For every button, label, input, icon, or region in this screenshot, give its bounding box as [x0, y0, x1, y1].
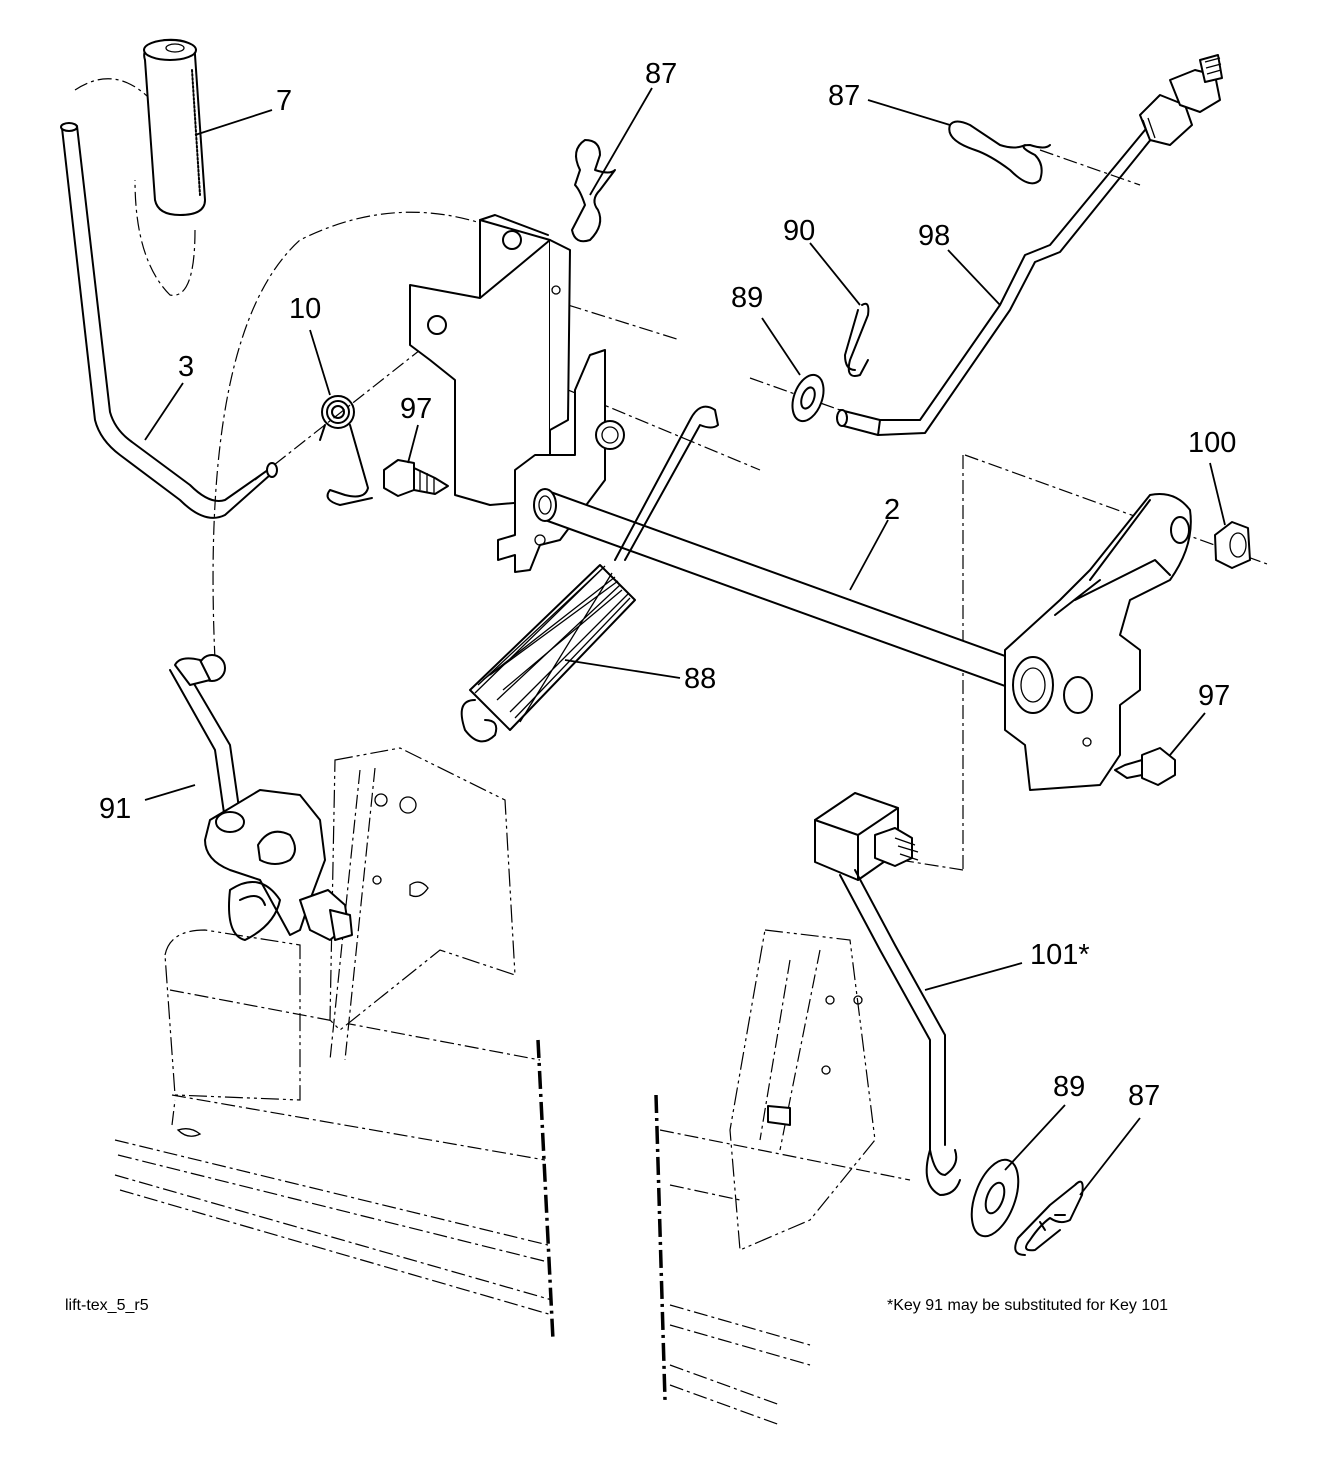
callout-91: 91	[99, 793, 131, 825]
adjustment-rod-98	[836, 54, 1223, 436]
deck-right-phantom	[654, 929, 911, 1426]
right-lift-arm	[1004, 493, 1192, 791]
callout-10: 10	[289, 293, 321, 325]
callout-2: 2	[884, 494, 900, 526]
callout-97-upper: 97	[400, 393, 432, 425]
mounting-bracket	[409, 214, 571, 506]
washer-89-lower	[970, 1158, 1020, 1238]
lift-handle-rod-3	[60, 122, 278, 519]
washer-89-upper	[791, 373, 825, 423]
callout-87-right: 87	[828, 80, 860, 112]
callouts: 7 87 87 90 98 89 10 97 3 100 2 88 97 91 …	[99, 58, 1236, 1112]
handle-grip-7	[143, 38, 206, 216]
bolt-97-upper	[383, 459, 449, 497]
callout-101: 101*	[1030, 939, 1090, 971]
hairpin-clip-87-center	[571, 139, 616, 243]
lift-link-101	[814, 792, 961, 1196]
callout-90: 90	[783, 215, 815, 247]
bolt-97-lower	[1114, 747, 1176, 786]
nut-100	[1214, 521, 1251, 569]
callout-98: 98	[918, 220, 950, 252]
leader-lines	[144, 87, 1226, 1196]
deck-left-phantom	[114, 747, 555, 1341]
callout-87-center: 87	[645, 58, 677, 90]
callout-100: 100	[1188, 427, 1236, 459]
callout-88: 88	[684, 663, 716, 695]
extension-spring-88	[460, 405, 719, 743]
hairpin-clip-87-right	[948, 120, 1051, 185]
cotter-pin-90	[844, 302, 870, 377]
callout-7: 7	[276, 85, 292, 117]
callout-87-lower: 87	[1128, 1080, 1160, 1112]
callout-97-lower: 97	[1198, 680, 1230, 712]
callout-89-upper: 89	[731, 282, 763, 314]
drawing-id: lift-tex_5_r5	[65, 1297, 149, 1314]
callout-89-lower: 89	[1053, 1071, 1085, 1103]
torsion-spring-10	[319, 395, 373, 506]
lift-link-91	[169, 654, 353, 941]
hairpin-clip-87-lower	[1014, 1180, 1084, 1256]
callout-3: 3	[178, 351, 194, 383]
footnote: *Key 91 may be substituted for Key 101	[887, 1297, 1168, 1314]
